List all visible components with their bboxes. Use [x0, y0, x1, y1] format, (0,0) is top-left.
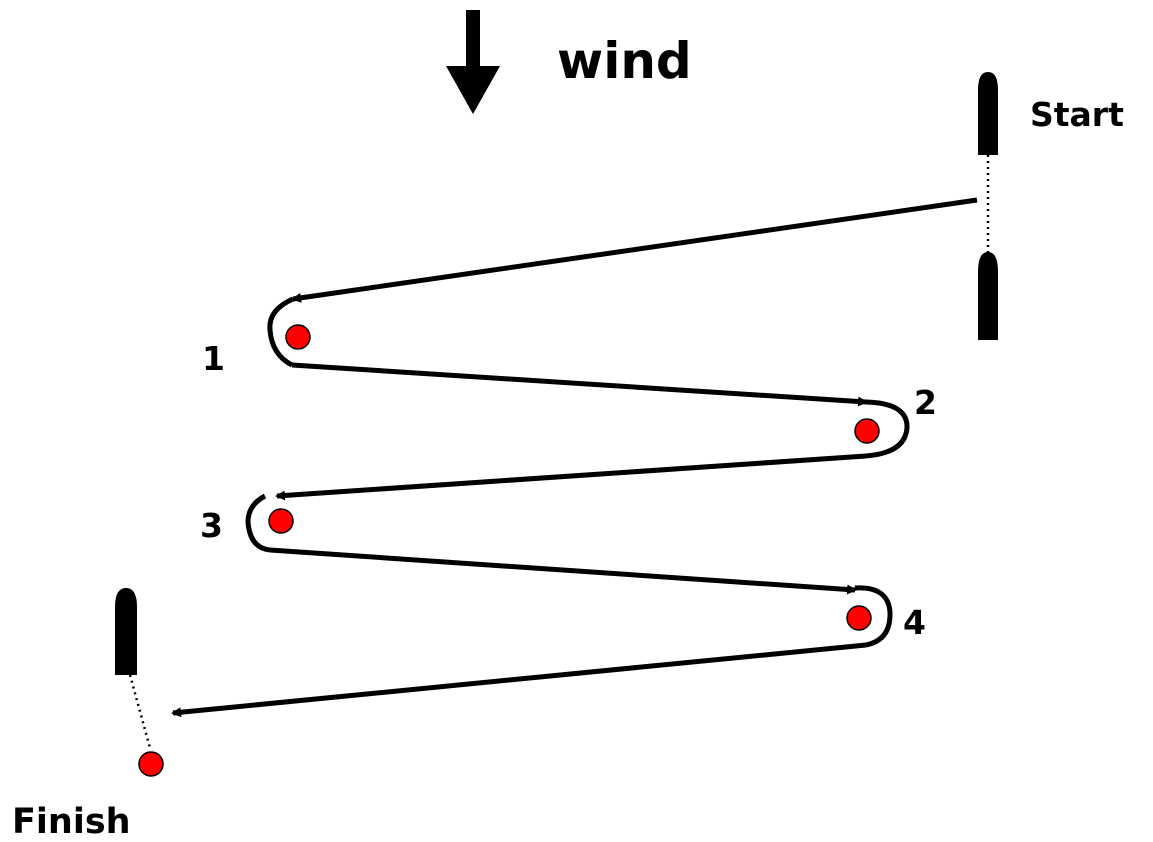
- start-pin-boat-icon: [978, 252, 998, 340]
- mark-4-label: 4: [903, 603, 926, 642]
- mark-4: [846, 605, 872, 631]
- finish-mark: [138, 751, 164, 777]
- leg-mark-3-to-mark-4: [269, 547, 857, 595]
- rounding-mark-4: [854, 585, 893, 648]
- mark-1: [285, 324, 311, 350]
- leg-mark-1-to-mark-2: [291, 362, 868, 407]
- finish-line: [128, 674, 152, 749]
- leg-mark-2-to-mark-3: [275, 453, 867, 501]
- finish-label: Finish: [12, 802, 131, 842]
- mark-3: [268, 508, 294, 534]
- mark-2-label: 2: [914, 383, 937, 422]
- rounding-mark-1: [267, 296, 295, 368]
- wind-arrow-icon: [446, 10, 500, 114]
- leg-start-to-mark-1: [291, 197, 978, 303]
- finish-boat-icon: [115, 588, 137, 675]
- rounding-mark-2: [865, 399, 910, 459]
- start-boat-icon: [978, 72, 998, 155]
- start-label: Start: [1030, 95, 1124, 134]
- rounding-mark-3: [245, 493, 271, 553]
- wind-label: wind: [557, 32, 692, 90]
- mark-1-label: 1: [202, 339, 225, 378]
- leg-mark-4-to-finish: [171, 642, 867, 718]
- mark-3-label: 3: [200, 506, 223, 545]
- mark-2: [854, 418, 880, 444]
